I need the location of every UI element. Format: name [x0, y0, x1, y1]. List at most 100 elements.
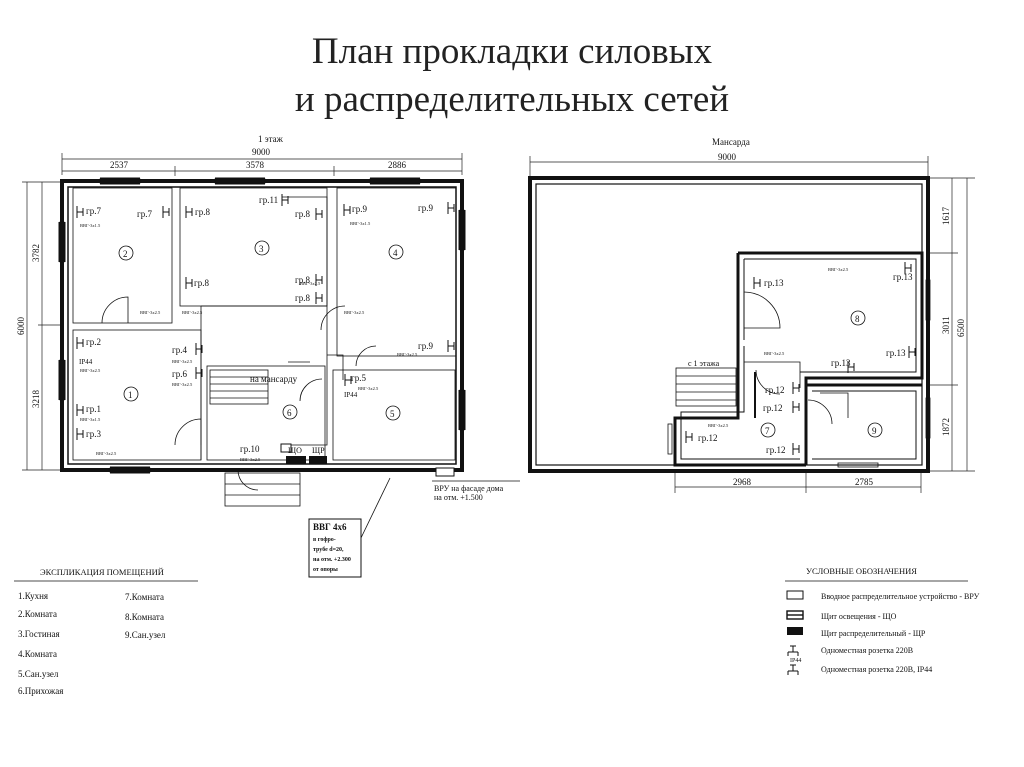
- cable-callout: ВВГ 4х6 в гофро- трубе d=20, на отм. +2.…: [308, 518, 362, 578]
- cable-line-2: трубе d=20,: [313, 546, 344, 553]
- panel-label-shcho: ЩО: [288, 446, 302, 455]
- explication-table: ЭКСПЛИКАЦИЯ ПОМЕЩЕНИЙ 1.Кухня 2.Комната …: [14, 567, 198, 696]
- explication-item: 2.Комната: [18, 609, 57, 619]
- cable-line-1: в гофро-: [313, 536, 336, 543]
- cable-tag: ВВГ-3х2.5: [300, 281, 321, 286]
- legend-title: УСЛОВНЫЕ ОБОЗНАЧЕНИЯ: [806, 566, 917, 576]
- plan1-floor-label: 1 этаж: [258, 134, 284, 144]
- explication-item: 1.Кухня: [18, 591, 48, 601]
- vru-label-line2: на отм. +1.500: [434, 493, 483, 502]
- group-label: гр.7: [86, 206, 101, 216]
- room-number: 3: [259, 244, 264, 254]
- group-label: гр.8: [295, 275, 310, 285]
- group-label: гр.11: [259, 195, 278, 205]
- plan1-dim-left-total: 6000: [16, 317, 26, 336]
- room-number: 4: [393, 248, 398, 258]
- cable-tag: ВВГ-3х2.5: [172, 359, 193, 364]
- group-label: гр.8: [194, 278, 209, 288]
- explication-item: 4.Комната: [18, 649, 57, 659]
- vru-symbol: [786, 590, 804, 600]
- cable-tag: ВВГ-3х2.5: [344, 310, 365, 315]
- plan1-sockets: [76, 193, 455, 441]
- plan1-dim-top-2: 3578: [246, 160, 265, 170]
- plan2-dim-right-total: 6500: [956, 319, 966, 338]
- legend-item: Вводное распределительное устройство - В…: [821, 592, 980, 601]
- group-label: гр.10: [240, 444, 260, 454]
- explication-item: 8.Комната: [125, 612, 164, 622]
- legend-ip-label: IP44: [790, 658, 801, 664]
- cable-tag: ВВГ-3х1.5: [350, 221, 371, 226]
- legend: УСЛОВНЫЕ ОБОЗНАЧЕНИЯ Вводное распределит…: [785, 566, 980, 675]
- cable-tag: ВВГ-3х1.5: [80, 223, 101, 228]
- group-label: гр.8: [195, 207, 210, 217]
- plan1-panels: ЩО ЩР: [280, 443, 455, 477]
- legend-item: Щит распределительный - ЩР: [821, 629, 926, 638]
- room-number: 9: [872, 426, 877, 436]
- group-label: гр.6: [172, 369, 187, 379]
- title-line-2: и распределительных сетей: [294, 79, 730, 120]
- cable-tag: ВВГ-3х2.5: [708, 423, 729, 428]
- group-label: гр.13: [893, 272, 913, 282]
- group-label: гр.13: [764, 278, 784, 288]
- plan2-cable-tags: ВВГ-3х2.5 ВВГ-3х2.5 ВВГ-3х2.5: [708, 267, 849, 428]
- plan-attic: Мансарда 9000 1617 3011 1872 6500 2968 2…: [528, 137, 975, 493]
- explication-item: 5.Сан.узел: [18, 669, 59, 679]
- room-number: 8: [855, 314, 860, 324]
- group-label: гр.8: [295, 293, 310, 303]
- plan2-dim-right-1: 1617: [941, 207, 951, 226]
- legend-item: Одноместная розетка 220В: [821, 646, 913, 655]
- cable-line-3: на отм. +2.300: [313, 557, 351, 563]
- explication-item: 7.Комната: [125, 592, 164, 602]
- plan-first-floor: 1 этаж 9000 2537 3578 2886 6000 3782 321…: [16, 134, 520, 578]
- group-label: гр.12: [763, 403, 782, 413]
- cable-tag: ВВГ-3х2.5: [828, 267, 849, 272]
- vru-label-line1: ВРУ на фасаде дома: [434, 484, 504, 493]
- group-label: гр.3: [86, 429, 101, 439]
- legend-item: Одноместная розетка 220В, IP44: [821, 665, 932, 674]
- plan1-dim-top-1: 2537: [110, 160, 129, 170]
- cable-line-4: от опоры: [313, 567, 338, 573]
- cable-tag: ВВГ-3х2.5: [96, 451, 117, 456]
- plan2-dim-right-3: 1872: [941, 418, 951, 436]
- plan2-stairs-label: с 1 этажа: [688, 359, 720, 368]
- cable-tag: ВВГ-3х2.5: [80, 368, 101, 373]
- explication-item: 6.Прихожая: [18, 686, 63, 696]
- page-title: План прокладки силовых и распределительн…: [0, 28, 1024, 124]
- room-number: 5: [390, 409, 395, 419]
- cable-tag: ВВГ-3х2.5: [358, 386, 379, 391]
- legend-item: Щит освещения - ЩО: [821, 612, 897, 621]
- panel-label-shchr: ЩР: [312, 446, 325, 455]
- explication-item: 9.Сан.узел: [125, 630, 166, 640]
- cable-tag: ВВГ-3х2.5: [140, 310, 161, 315]
- group-label: гр.12: [698, 433, 717, 443]
- cable-tag: ВВГ-3х2.5: [172, 382, 193, 387]
- group-label: гр.13: [831, 358, 851, 368]
- group-label: гр.9: [418, 203, 433, 213]
- plan2-dim-bottom-1: 2968: [733, 477, 752, 487]
- socket-symbol: [787, 645, 799, 656]
- shchr-symbol: [787, 627, 803, 635]
- group-label: гр.4: [172, 345, 187, 355]
- group-label: гр.8: [295, 209, 310, 219]
- plan2-total-width: 9000: [718, 152, 737, 162]
- plan1-dim-top-3: 2886: [388, 160, 407, 170]
- plan1-total-width: 9000: [252, 147, 271, 157]
- plan1-dim-left-1: 3782: [31, 244, 41, 262]
- plan2-room-markers: 8 7 9: [760, 310, 883, 438]
- plan2-floor-label: Мансарда: [712, 137, 750, 147]
- cable-tag: ВВГ-3х2.5: [397, 352, 418, 357]
- group-label: гр.13: [886, 348, 906, 358]
- cable-title: ВВГ 4х6: [313, 522, 347, 532]
- group-label: гр.9: [418, 341, 433, 351]
- plan2-dim-bottom-2: 2785: [855, 477, 874, 487]
- plan1-dim-left-2: 3218: [31, 390, 41, 409]
- ip44-label: IP44: [79, 358, 93, 366]
- cable-tag: ВВГ-3х2.5: [764, 351, 785, 356]
- room-number: 2: [123, 249, 128, 259]
- group-label: гр.9: [352, 204, 367, 214]
- room-number: 6: [287, 408, 292, 418]
- plan1-cable-tags: ВВГ-3х1.5 ВВГ-3х2.5 ВВГ-3х2.5 ВВГ-3х1.5 …: [80, 221, 418, 462]
- plan2-dim-right-2: 3011: [941, 316, 951, 334]
- cable-tag: ВВГ-3х2.5: [182, 310, 203, 315]
